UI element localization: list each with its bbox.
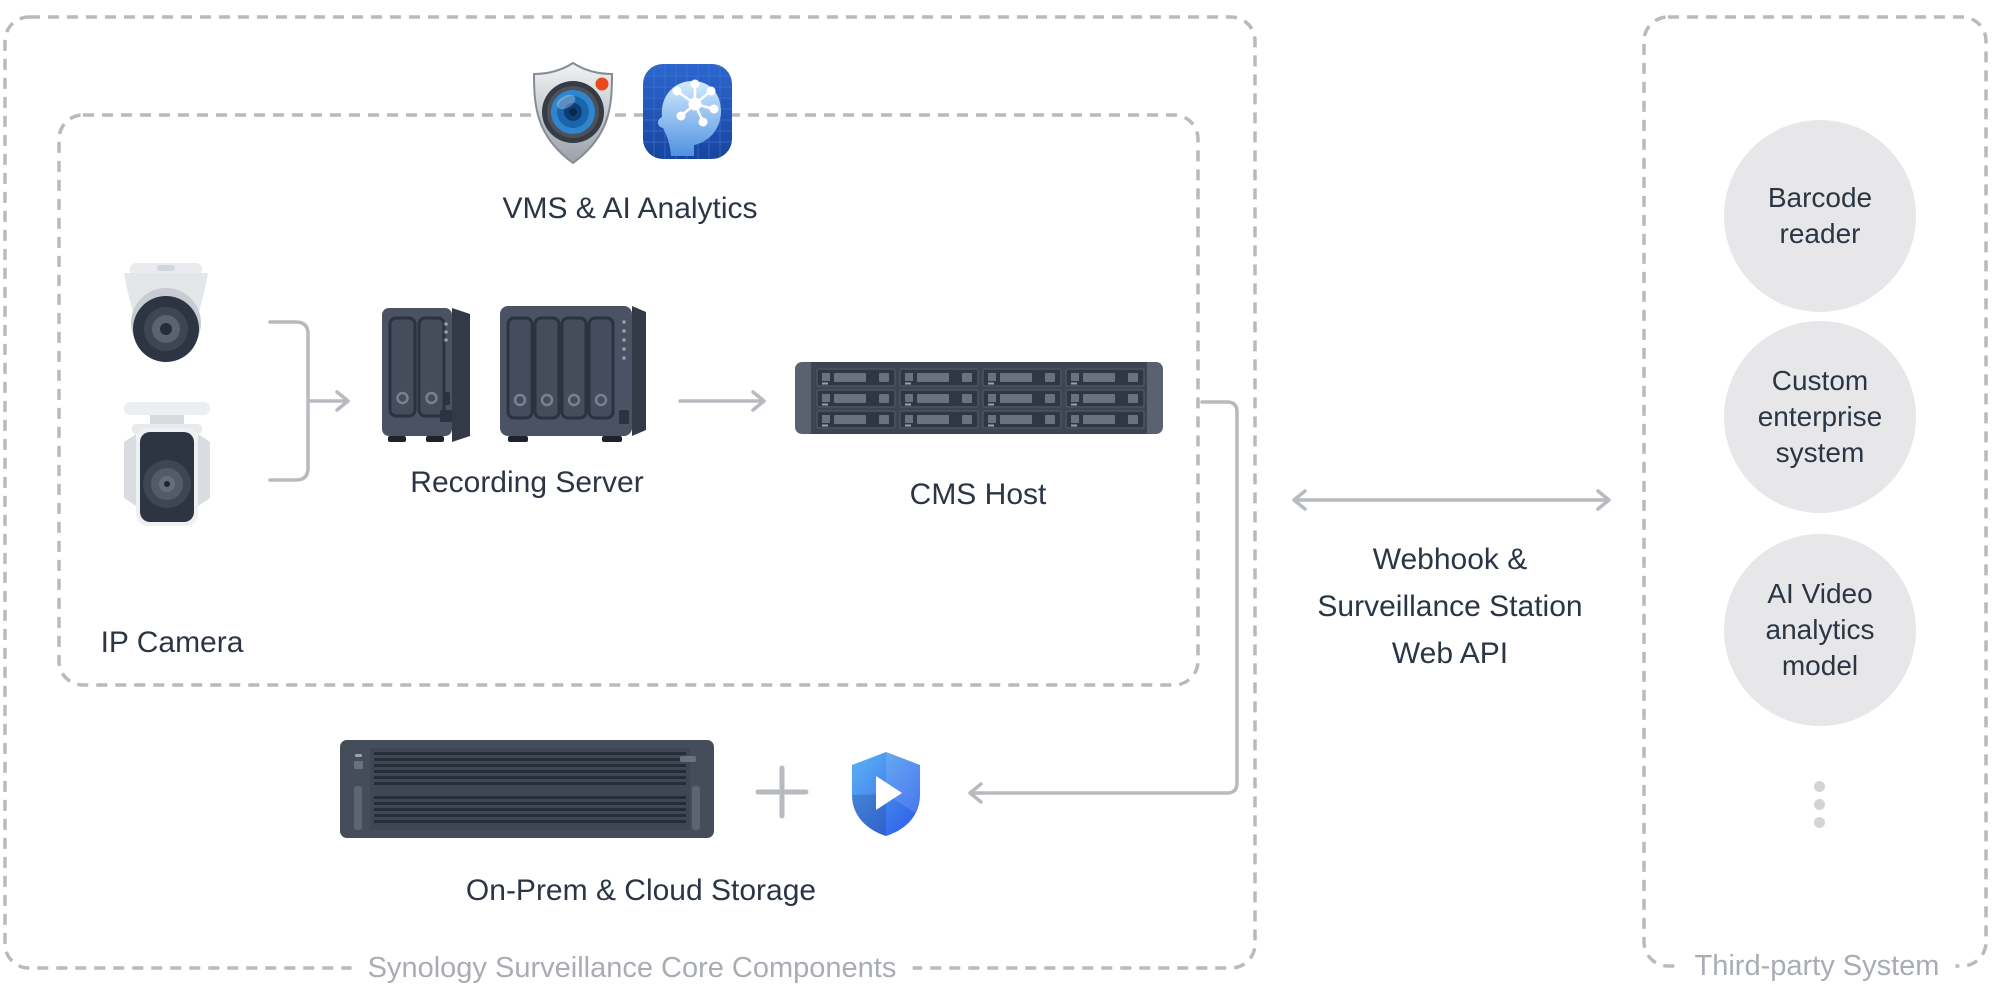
third-party-node-custom-enterprise: Custom enterprise system xyxy=(1724,321,1916,513)
third-party-zone-label: Third-party System xyxy=(1678,947,1956,985)
bullet-camera-icon xyxy=(112,402,222,528)
core-components-zone-label: Synology Surveillance Core Components xyxy=(351,949,913,987)
third-party-node-ai-video-model: AI Video analytics model xyxy=(1724,534,1916,726)
recording-red-dot xyxy=(595,77,609,91)
c2-cloud-surveillance-icon xyxy=(848,750,924,838)
node-text-line: Custom xyxy=(1771,365,1869,396)
plus-icon xyxy=(755,765,809,819)
more-items-dot xyxy=(1814,781,1825,792)
node-text-line: enterprise xyxy=(1757,401,1883,432)
more-items-dot xyxy=(1814,799,1825,810)
cms-host-label: CMS Host xyxy=(909,478,1047,511)
third-party-node-barcode-reader: Barcode reader xyxy=(1724,120,1916,312)
webhook-api-label: Webhook & Surveillance Station Web API xyxy=(1280,536,1620,677)
play-triangle xyxy=(876,776,902,810)
camera-merge-connector xyxy=(268,320,310,482)
nas-2bay-icon xyxy=(380,306,474,446)
storage-label: On-Prem & Cloud Storage xyxy=(465,874,817,907)
recording-server-label: Recording Server xyxy=(410,466,644,499)
node-text-line: AI Video xyxy=(1767,578,1873,609)
webhook-arrowhead-left xyxy=(1292,489,1307,511)
camera-to-recording-arrowhead xyxy=(335,390,350,412)
vms-ai-analytics-label: VMS & AI Analytics xyxy=(502,192,758,225)
nas-4bay-icon xyxy=(498,304,648,446)
node-text-line: Barcode xyxy=(1767,182,1873,213)
dome-camera-icon xyxy=(110,263,222,378)
node-text-line: analytics xyxy=(1765,614,1875,645)
webhook-api-line-2: Surveillance Station xyxy=(1317,590,1583,623)
more-items-dot xyxy=(1814,817,1825,828)
head-silhouette xyxy=(657,80,721,156)
ip-camera-label: IP Camera xyxy=(100,626,244,659)
surveillance-inner-box xyxy=(57,113,1200,687)
storage-rack-icon xyxy=(340,740,714,838)
cms-to-storage-arrowhead xyxy=(968,782,983,804)
webhook-api-line-1: Webhook & xyxy=(1372,543,1528,576)
recording-to-cms-arrowhead xyxy=(751,390,766,412)
node-text-line: model xyxy=(1781,650,1859,681)
surveillance-station-icon xyxy=(528,60,618,166)
node-text-line: system xyxy=(1775,437,1865,468)
webhook-api-line-3: Web API xyxy=(1391,637,1509,670)
ai-analytics-icon xyxy=(643,64,732,159)
webhook-arrowhead-right xyxy=(1596,489,1611,511)
cms-to-storage-connector xyxy=(970,400,1239,795)
node-text-line: reader xyxy=(1779,218,1861,249)
neural-network-glyph xyxy=(676,84,715,123)
cms-host-rack-icon xyxy=(795,362,1163,434)
